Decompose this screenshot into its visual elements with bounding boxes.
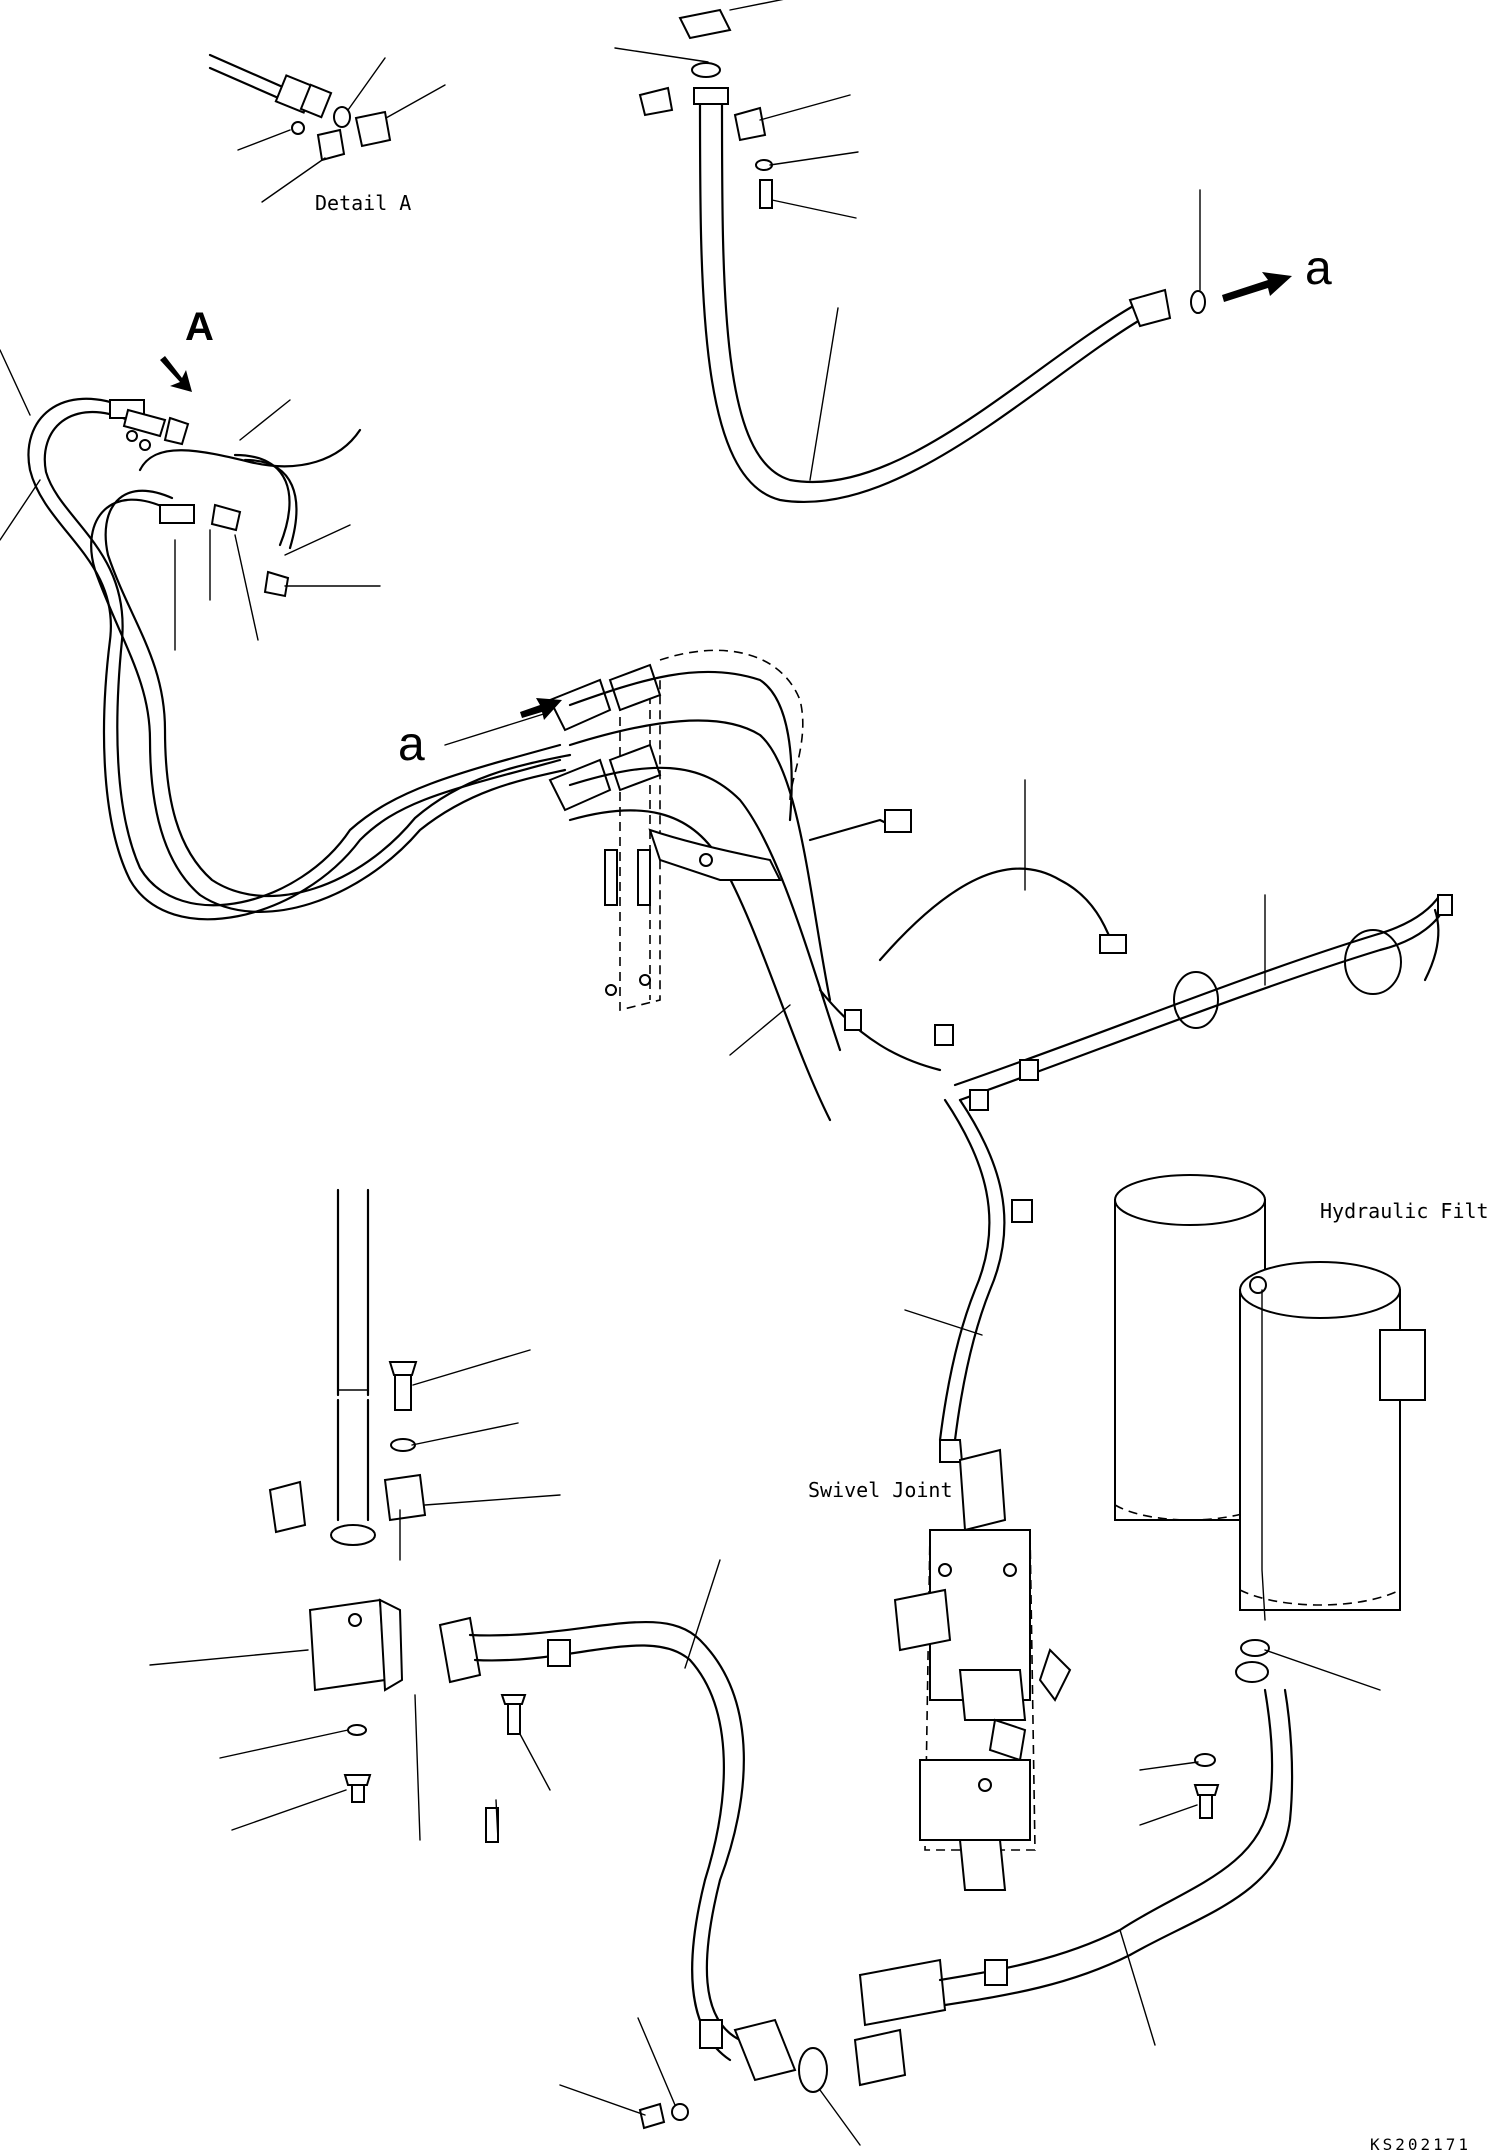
drawing-code: KS202171 bbox=[1370, 2135, 1471, 2154]
central-manifold bbox=[444, 649, 842, 1122]
bottom-hose bbox=[414, 1559, 1294, 2146]
detail-a-label: Detail A bbox=[315, 191, 411, 215]
arrow-down-right-icon bbox=[160, 356, 192, 392]
top-hose-assembly bbox=[614, 0, 1206, 503]
left-hose-bundle bbox=[0, 349, 572, 921]
swivel-drop-hose bbox=[904, 1098, 1033, 1463]
swivel-joint bbox=[893, 1448, 1072, 1891]
arrow-right-icon bbox=[520, 698, 562, 720]
hydraulic-filter-label: Hydraulic Filter bbox=[1320, 1199, 1487, 1223]
lower-left-block-assembly bbox=[149, 1188, 561, 1831]
ref-a-label-top: a bbox=[1305, 242, 1332, 295]
right-tube-assembly bbox=[729, 779, 1453, 1111]
ref-a-label-mid: a bbox=[398, 718, 425, 771]
hydraulic-filter bbox=[1114, 1174, 1426, 1691]
view-a-label: A bbox=[185, 305, 214, 349]
swivel-joint-label: Swivel Joint bbox=[808, 1478, 953, 1502]
arrow-right-icon bbox=[1222, 272, 1292, 302]
detail-a-assembly bbox=[208, 53, 446, 203]
